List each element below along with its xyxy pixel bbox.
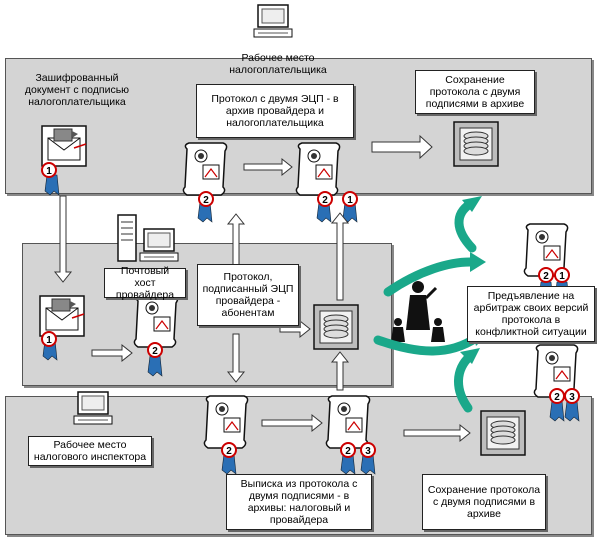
inspector-scroll-icon: [203, 395, 249, 449]
inspector-scroll-signed-icon: [325, 395, 371, 449]
badge-2-top-b: 2: [322, 195, 328, 206]
scroll-provider-icon: [133, 294, 179, 348]
badge-1-top: 1: [46, 166, 52, 177]
badge-2-bottom-b: 2: [345, 446, 351, 457]
envelope-provider-icon: [39, 295, 85, 337]
arbitration-label: Предъявление на арбитраж своих версий пр…: [467, 286, 595, 342]
badge-2-right-top: 2: [543, 271, 549, 282]
extract-protocol-label: Выписка из протокола с двумя подписями -…: [226, 474, 372, 530]
taxpayer-workplace-label: Рабочее место налогоплательщика: [229, 52, 327, 76]
badge-1-top-b: 1: [347, 195, 353, 206]
inspector-computer-icon: [73, 391, 113, 425]
badge-3-bottom: 3: [365, 446, 371, 457]
protocol-signed-provider-label: Протокол, подписанный ЭЦП провайдера - а…: [197, 264, 299, 326]
badge-3-right-bottom: 3: [569, 392, 575, 403]
provider-monitor-icon: [139, 228, 179, 262]
archive-disk-icon: [453, 121, 499, 167]
protocol-two-sigs-archive-label: Протокол с двумя ЭЦП - в архив провайдер…: [196, 84, 354, 138]
arbitration-figure-icon: [391, 281, 445, 342]
encrypted-envelope-icon: [41, 125, 87, 167]
save-protocol-top-label: Сохранение протокола с двумя подписями в…: [415, 70, 535, 114]
badge-1-mid: 1: [46, 335, 52, 346]
badge-1-right-top: 1: [559, 271, 565, 282]
provider-archive-disk-icon: [313, 304, 359, 350]
badge-2-top: 2: [203, 195, 209, 206]
inspector-workplace-label: Рабочее место налогового инспектора: [28, 436, 152, 466]
badge-2-mid: 2: [152, 346, 158, 357]
mail-host-label: Почтовый хост провайдера: [104, 265, 186, 301]
protocol-scroll-icon: [182, 142, 228, 196]
badge-2-bottom: 2: [226, 446, 232, 457]
server-icon: [117, 214, 137, 262]
badge-2-right-bottom: 2: [554, 392, 560, 403]
inspector-archive-disk-icon: [480, 410, 526, 456]
protocol-scroll-signed-icon: [295, 142, 341, 196]
taxpayer-computer-icon: [253, 4, 293, 38]
encrypted-doc-label: Зашифрованный документ с подписью налого…: [24, 72, 130, 108]
save-protocol-bottom-label: Сохранение протокола с двумя подписями в…: [422, 474, 546, 530]
